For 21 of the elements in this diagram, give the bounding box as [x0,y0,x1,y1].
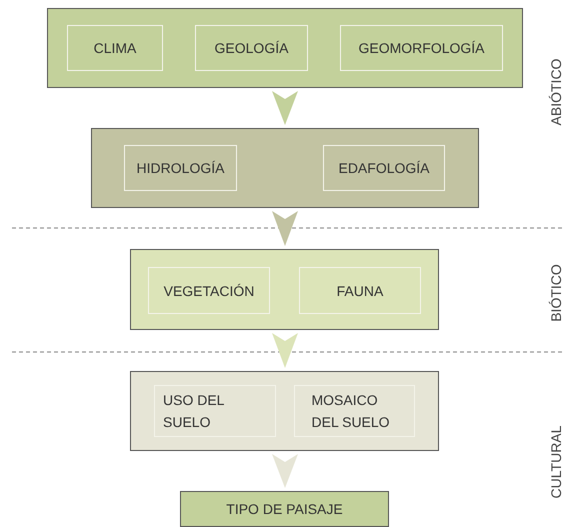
process-box: MOSAICO DEL SUELO [294,385,415,437]
process-box: VEGETACIÓN [148,267,270,314]
group-panel [47,8,523,88]
group-panel [91,128,479,208]
section-label: ABIÓTICO [548,58,564,128]
process-box: GEOMORFOLOGÍA [340,25,503,71]
process-box: GEOLOGÍA [195,25,308,71]
section-label: BIÓTICO [548,263,564,324]
process-box: CLIMA [67,25,163,71]
process-box: TIPO DE PAISAJE [180,491,389,527]
chevron-arrow [272,91,298,125]
process-box: USO DEL SUELO [154,385,276,437]
chevron-arrow [272,454,298,488]
process-box: HIDROLOGÍA [124,145,237,191]
group-panel [130,249,439,330]
group-panel [130,371,439,451]
chevron-arrow [272,211,298,246]
process-box: FAUNA [299,267,421,314]
chevron-arrow [272,333,298,368]
section-label: CULTURAL [548,424,564,500]
process-box: EDAFOLOGÍA [323,145,445,191]
